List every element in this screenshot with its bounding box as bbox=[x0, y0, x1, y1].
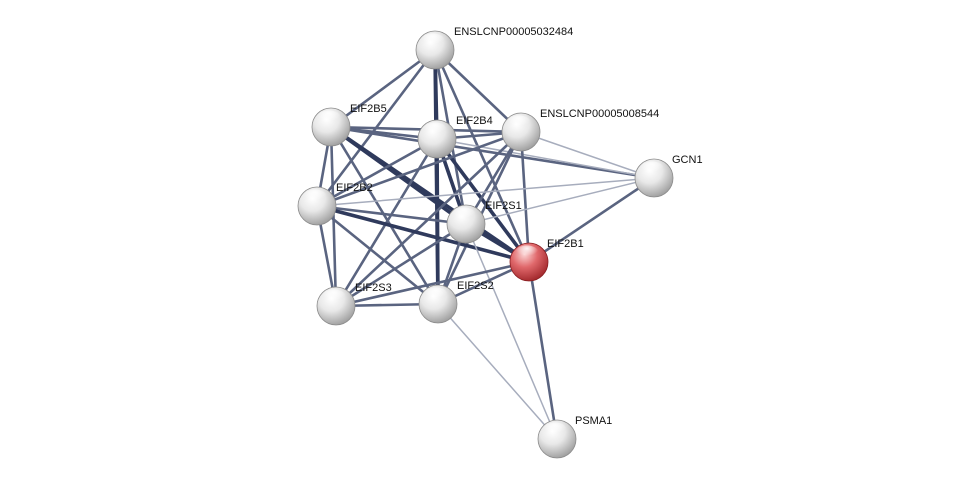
node-gcn1[interactable]: GCN1 bbox=[634, 154, 703, 198]
edge-enslcnp00005032484-eif2b1[interactable] bbox=[433, 48, 531, 264]
node-highlight bbox=[322, 289, 346, 305]
edge-enslcnp00005008544-eif2b2[interactable] bbox=[315, 130, 523, 208]
node-label: ENSLCNP00005032484 bbox=[454, 26, 573, 38]
edge-eif2b5-eif2b1[interactable] bbox=[329, 125, 531, 264]
edge-eif2b2-eif2b1[interactable] bbox=[315, 204, 531, 264]
node-highlight bbox=[424, 287, 448, 303]
edge-enslcnp00005032484-enslcnp00005008544[interactable] bbox=[433, 48, 523, 134]
edge-eif2b2-gcn1[interactable] bbox=[316, 177, 655, 207]
node-highlight bbox=[317, 110, 341, 126]
edge-eif2b5-gcn1[interactable] bbox=[329, 125, 656, 180]
node-eif2b2[interactable]: EIF2B2 bbox=[297, 182, 373, 226]
edge-eif2b1-gcn1[interactable] bbox=[527, 176, 656, 264]
edge-enslcnp00005008544-eif2b1[interactable] bbox=[519, 130, 531, 264]
node-label: EIF2B5 bbox=[350, 103, 387, 115]
edge-enslcnp00005008544-gcn1[interactable] bbox=[520, 131, 655, 179]
node-label: EIF2B1 bbox=[547, 238, 584, 250]
node-highlight bbox=[452, 207, 476, 223]
edge-eif2b1-psma1[interactable] bbox=[527, 260, 559, 441]
node-highlight bbox=[421, 33, 445, 49]
node-eif2b5[interactable]: EIF2B5 bbox=[311, 103, 387, 147]
node-eif2b1[interactable]: EIF2B1 bbox=[509, 238, 584, 282]
node-label: EIF2S3 bbox=[355, 282, 392, 294]
node-label: PSMA1 bbox=[575, 415, 612, 427]
edge-enslcnp00005032484-eif2b5[interactable] bbox=[329, 48, 437, 129]
node-enslcnp00005032484[interactable]: ENSLCNP00005032484 bbox=[415, 26, 573, 70]
node-enslcnp00005008544[interactable]: ENSLCNP00005008544 bbox=[501, 108, 659, 152]
edge-eif2s2-psma1[interactable] bbox=[437, 303, 558, 440]
edge-eif2b4-gcn1[interactable] bbox=[436, 138, 655, 179]
edge-eif2s1-psma1[interactable] bbox=[465, 223, 558, 440]
node-label: EIF2S1 bbox=[485, 200, 522, 212]
node-label: GCN1 bbox=[672, 154, 703, 166]
node-eif2s2[interactable]: EIF2S2 bbox=[418, 280, 494, 324]
edge-eif2b5-eif2s3[interactable] bbox=[329, 125, 338, 308]
edge-eif2s1-eif2s3[interactable] bbox=[334, 222, 468, 308]
edge-eif2s1-gcn1[interactable] bbox=[465, 177, 655, 225]
edge-eif2b2-eif2s1[interactable] bbox=[315, 204, 468, 226]
node-highlight bbox=[640, 161, 664, 177]
node-eif2s1[interactable]: EIF2S1 bbox=[446, 200, 522, 244]
node-eif2s3[interactable]: EIF2S3 bbox=[316, 282, 392, 326]
node-label: EIF2S2 bbox=[457, 280, 494, 292]
edge-eif2b5-eif2s2[interactable] bbox=[329, 125, 440, 306]
node-psma1[interactable]: PSMA1 bbox=[537, 415, 612, 459]
edge-layer bbox=[315, 48, 656, 441]
node-highlight bbox=[303, 189, 327, 205]
node-highlight bbox=[507, 115, 531, 131]
edge-eif2b1-eif2s3[interactable] bbox=[334, 260, 531, 308]
edge-eif2b4-eif2b2[interactable] bbox=[315, 137, 439, 208]
edge-eif2b4-eif2b1[interactable] bbox=[435, 137, 531, 264]
node-highlight bbox=[515, 245, 539, 261]
node-label: EIF2B4 bbox=[456, 115, 493, 127]
node-label: ENSLCNP00005008544 bbox=[540, 108, 659, 120]
node-label: EIF2B2 bbox=[336, 182, 373, 194]
node-highlight bbox=[423, 122, 447, 138]
node-highlight bbox=[543, 422, 567, 438]
node-eif2b4[interactable]: EIF2B4 bbox=[417, 115, 493, 159]
